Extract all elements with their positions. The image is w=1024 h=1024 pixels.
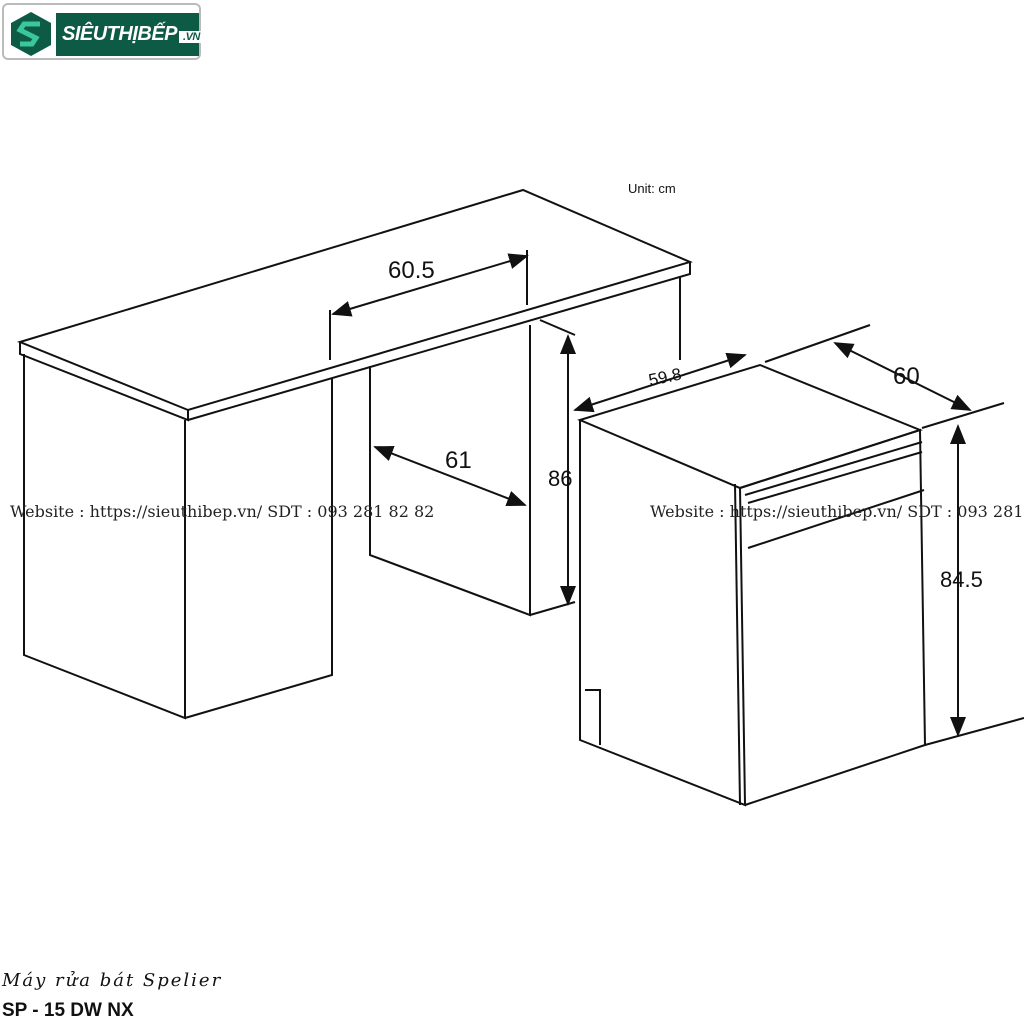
dimension-lines — [329, 250, 1024, 746]
left-cabinet — [23, 354, 333, 720]
dim-cabinet-width: 60.5 — [388, 257, 435, 284]
logo-wordmark: SIÊUTHỊBẾP.VN — [56, 13, 204, 56]
logo: SIÊUTHỊBẾP.VN — [2, 3, 204, 60]
watermark: Website : https://sieuthibep.vn/ SDT : 0… — [650, 502, 1024, 521]
dim-cabinet-depth: 61 — [445, 447, 472, 474]
countertop — [16, 188, 693, 422]
product-model: SP - 15 DW NX — [2, 1000, 134, 1021]
dim-appliance-height: 84.5 — [940, 567, 983, 592]
logo-s-icon — [11, 12, 51, 56]
unit-label: Unit: cm — [628, 181, 676, 196]
dim-cabinet-height: 86 — [548, 466, 572, 491]
watermark: Website : https://sieuthibep.vn/ SDT : 0… — [10, 502, 435, 521]
dim-appliance-depth: 60 — [893, 363, 920, 390]
product-title: Máy rửa bát Spelier — [2, 970, 223, 991]
dishwasher — [577, 363, 927, 807]
dim-appliance-width: 59.8 — [647, 364, 683, 389]
